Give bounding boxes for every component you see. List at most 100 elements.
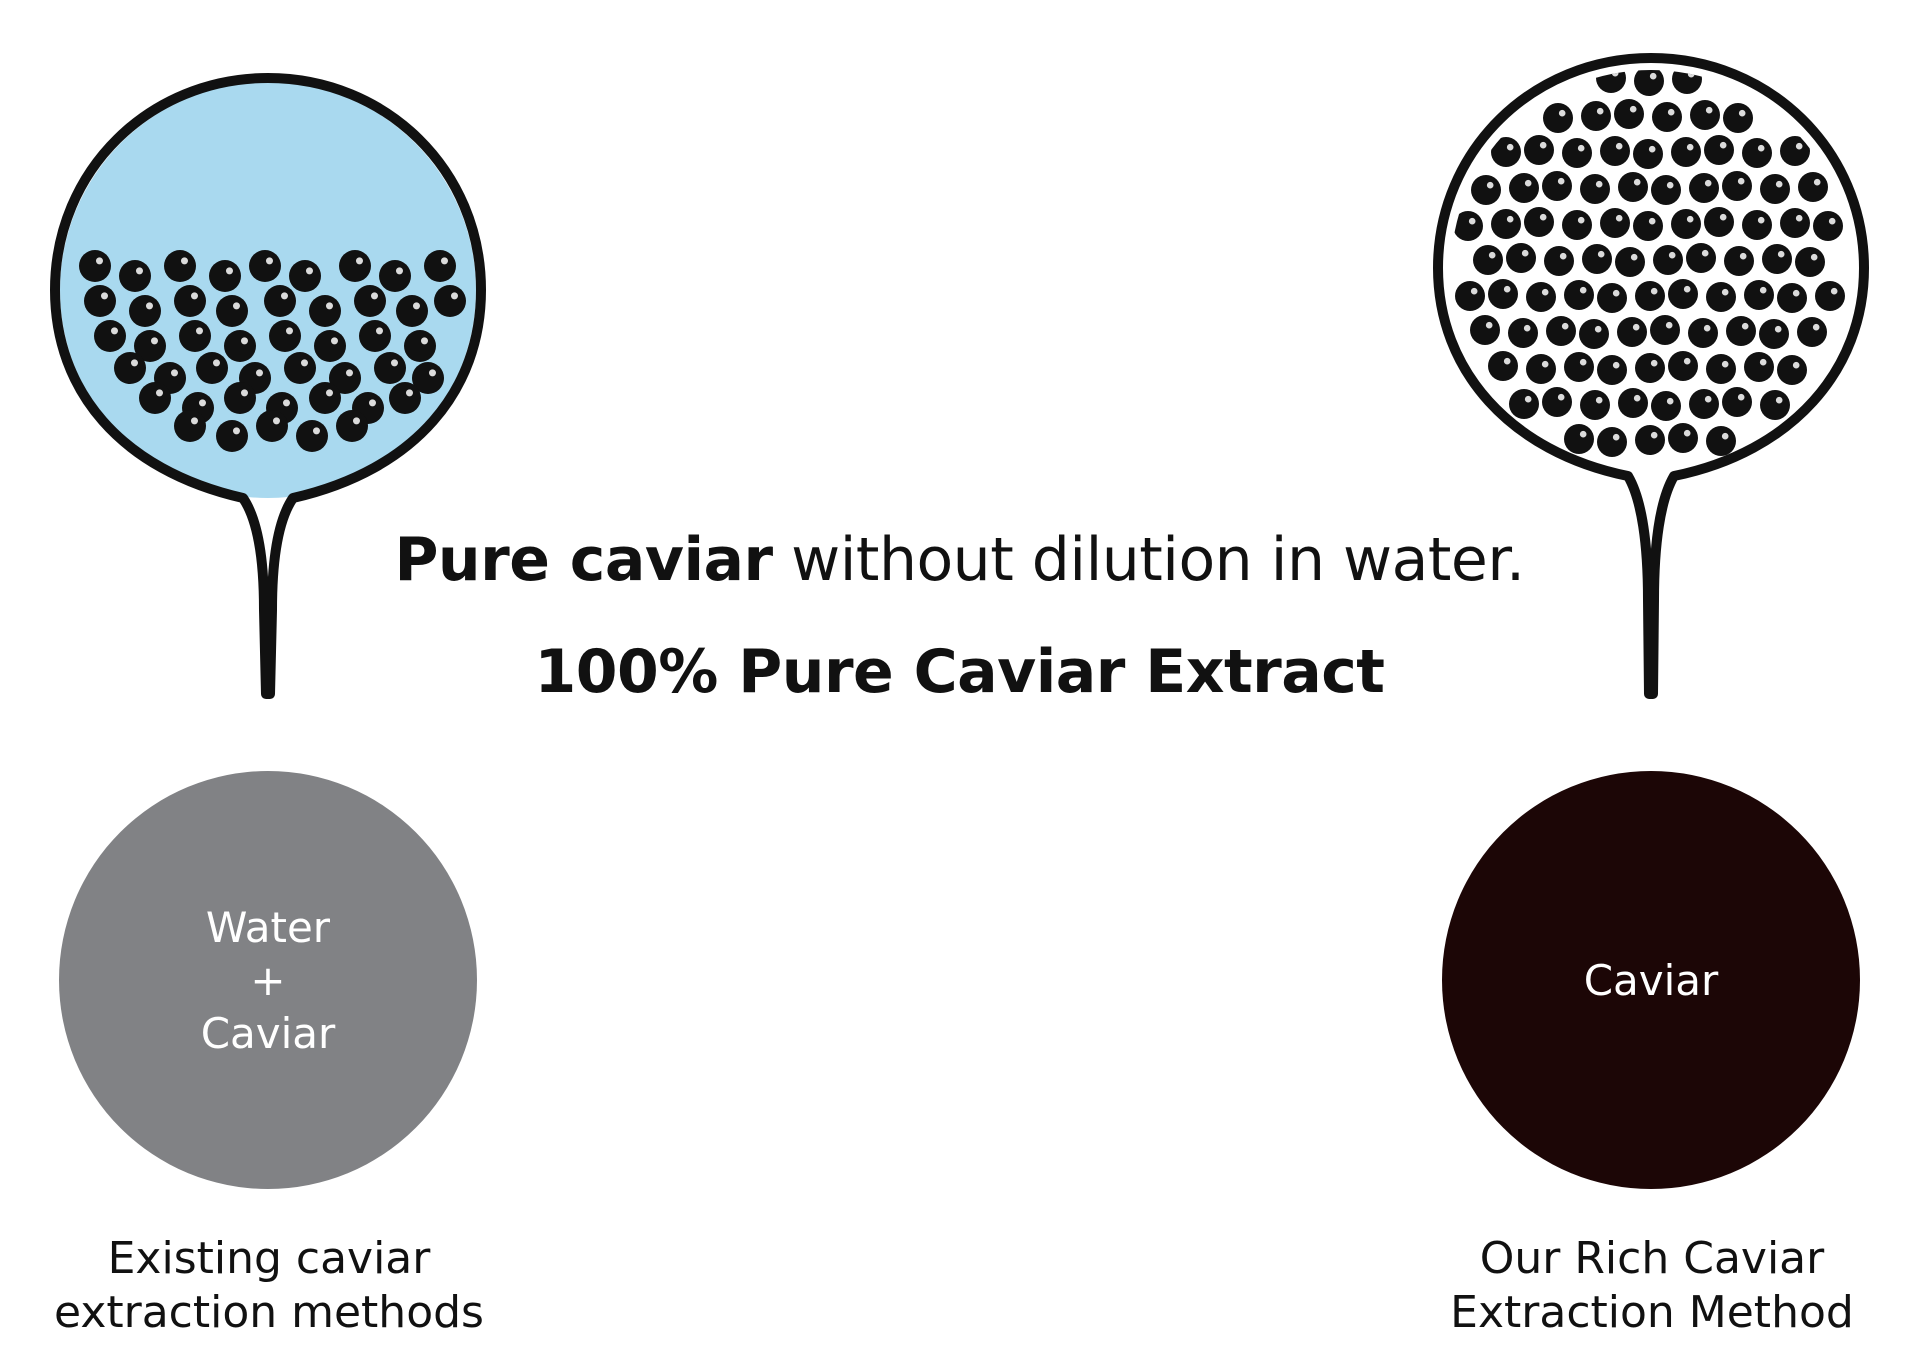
caviar-bead-highlight bbox=[1812, 323, 1820, 331]
subheadline: 100% Pure Caviar Extract bbox=[534, 637, 1385, 707]
our-method-caption-line-1: Our Rich Caviar bbox=[1479, 1233, 1825, 1284]
caviar-bead-highlight bbox=[375, 327, 384, 335]
caviar-bead bbox=[1617, 317, 1647, 347]
caviar-bead-highlight bbox=[95, 257, 104, 265]
caviar-bead bbox=[1706, 426, 1736, 456]
caviar-bead bbox=[1651, 391, 1681, 421]
caviar-bead bbox=[1813, 211, 1843, 241]
caviar-bead bbox=[339, 250, 371, 282]
caviar-bead bbox=[1668, 351, 1698, 381]
caviar-bead bbox=[266, 392, 298, 424]
caviar-bead-highlight bbox=[1648, 145, 1656, 153]
caviar-bead bbox=[1506, 243, 1536, 273]
caviar-bead bbox=[1724, 246, 1754, 276]
caviar-bead-highlight bbox=[1579, 430, 1587, 438]
caviar-bead-highlight bbox=[1541, 360, 1549, 368]
caviar-bead bbox=[1759, 319, 1789, 349]
caviar-bead bbox=[1508, 318, 1538, 348]
caviar-bead-highlight bbox=[1792, 361, 1800, 369]
caviar-bead-highlight bbox=[1595, 396, 1603, 404]
caviar-bead bbox=[139, 382, 171, 414]
caviar-bead bbox=[1652, 102, 1682, 132]
caviar-bead-highlight bbox=[190, 292, 198, 300]
caviar-bead-highlight bbox=[368, 399, 377, 407]
caviar-bead-highlight bbox=[1615, 214, 1623, 222]
caviar-bead-highlight bbox=[240, 389, 248, 397]
caviar-bead bbox=[1564, 352, 1594, 382]
caviar-bead-highlight bbox=[1596, 107, 1604, 115]
caviar-bead-highlight bbox=[195, 327, 203, 335]
caviar-bead bbox=[1473, 245, 1503, 275]
caviar-bead bbox=[1600, 208, 1630, 238]
caviar-bead-highlight bbox=[1506, 143, 1514, 151]
caviar-bead-highlight bbox=[355, 257, 364, 265]
caviar-bead-highlight bbox=[1686, 215, 1694, 223]
caviar-bead bbox=[1780, 208, 1810, 238]
caviar-bead-highlight bbox=[135, 267, 143, 275]
caviar-bead-highlight bbox=[1777, 250, 1785, 258]
caviar-bead-highlight bbox=[450, 292, 459, 300]
caviar-bead bbox=[374, 352, 406, 384]
right-bulb-fill bbox=[1445, 64, 1857, 476]
caviar-bead-highlight bbox=[1557, 177, 1565, 185]
caviar-bead-highlight bbox=[1488, 251, 1496, 259]
caviar-bead-highlight bbox=[1612, 433, 1620, 441]
caviar-bead-highlight bbox=[1668, 251, 1676, 259]
caviar-bead bbox=[1600, 136, 1630, 166]
our-method-caption-line-2: Extraction Method bbox=[1450, 1287, 1854, 1338]
caviar-bead bbox=[1581, 101, 1611, 131]
caviar-bead-highlight bbox=[285, 327, 294, 335]
caviar-bead-highlight bbox=[1666, 397, 1674, 405]
caviar-bead-highlight bbox=[1703, 324, 1711, 332]
caviar-bead bbox=[1723, 103, 1753, 133]
caviar-bead bbox=[1690, 100, 1720, 130]
caviar-bead bbox=[1564, 424, 1594, 454]
caviar-bead bbox=[309, 382, 341, 414]
caviar-bead-highlight bbox=[1650, 359, 1658, 367]
caviar-bead-highlight bbox=[412, 302, 421, 310]
caviar-bead bbox=[289, 260, 321, 292]
caviar-bead-highlight bbox=[1577, 144, 1585, 152]
caviar-bead bbox=[1722, 387, 1752, 417]
caviar-bead bbox=[1597, 427, 1627, 457]
disc-line-caviar: Caviar bbox=[200, 1008, 336, 1058]
disc-line-caviar-pure: Caviar bbox=[1583, 955, 1719, 1005]
caviar-bead bbox=[389, 382, 421, 414]
caviar-bead bbox=[216, 295, 248, 327]
caviar-bead bbox=[1597, 355, 1627, 385]
caviar-bead-highlight bbox=[1795, 142, 1803, 150]
caviar-bead-highlight bbox=[390, 359, 399, 367]
caviar-bead bbox=[1488, 351, 1518, 381]
caviar-bead-highlight bbox=[1721, 360, 1729, 368]
caviar-bead bbox=[1635, 281, 1665, 311]
caviar-bead-highlight bbox=[1737, 393, 1745, 401]
caviar-bead bbox=[1509, 389, 1539, 419]
caviar-bead-highlight bbox=[1704, 395, 1712, 403]
caviar-bead-highlight bbox=[1648, 217, 1656, 225]
caviar-bead-highlight bbox=[1577, 216, 1585, 224]
caviar-bead bbox=[1742, 210, 1772, 240]
caviar-bead bbox=[396, 295, 428, 327]
caviar-bead-highlight bbox=[1738, 109, 1746, 117]
caviar-bead bbox=[1491, 209, 1521, 239]
caviar-bead-highlight bbox=[1503, 285, 1511, 293]
caviar-bead-highlight bbox=[1629, 105, 1637, 113]
caviar-bead-highlight bbox=[265, 257, 274, 265]
caviar-bead bbox=[336, 410, 368, 442]
caviar-bead-highlight bbox=[1485, 321, 1493, 329]
caviar-bead-highlight bbox=[325, 302, 334, 310]
caviar-bead-highlight bbox=[272, 417, 281, 425]
caviar-bead-highlight bbox=[352, 417, 361, 425]
caviar-bead-highlight bbox=[330, 337, 339, 345]
caviar-bead bbox=[309, 295, 341, 327]
caviar-bead-highlight bbox=[1774, 325, 1782, 333]
caviar-bead-highlight bbox=[170, 369, 178, 377]
caviar-bead bbox=[269, 320, 301, 352]
caviar-bead bbox=[154, 362, 186, 394]
caviar-bead bbox=[1615, 247, 1645, 277]
caviar-bead bbox=[1597, 283, 1627, 313]
caviar-bead bbox=[249, 250, 281, 282]
caviar-bead bbox=[1815, 281, 1845, 311]
caviar-bead bbox=[224, 382, 256, 414]
caviar-bead-highlight bbox=[1828, 217, 1836, 225]
